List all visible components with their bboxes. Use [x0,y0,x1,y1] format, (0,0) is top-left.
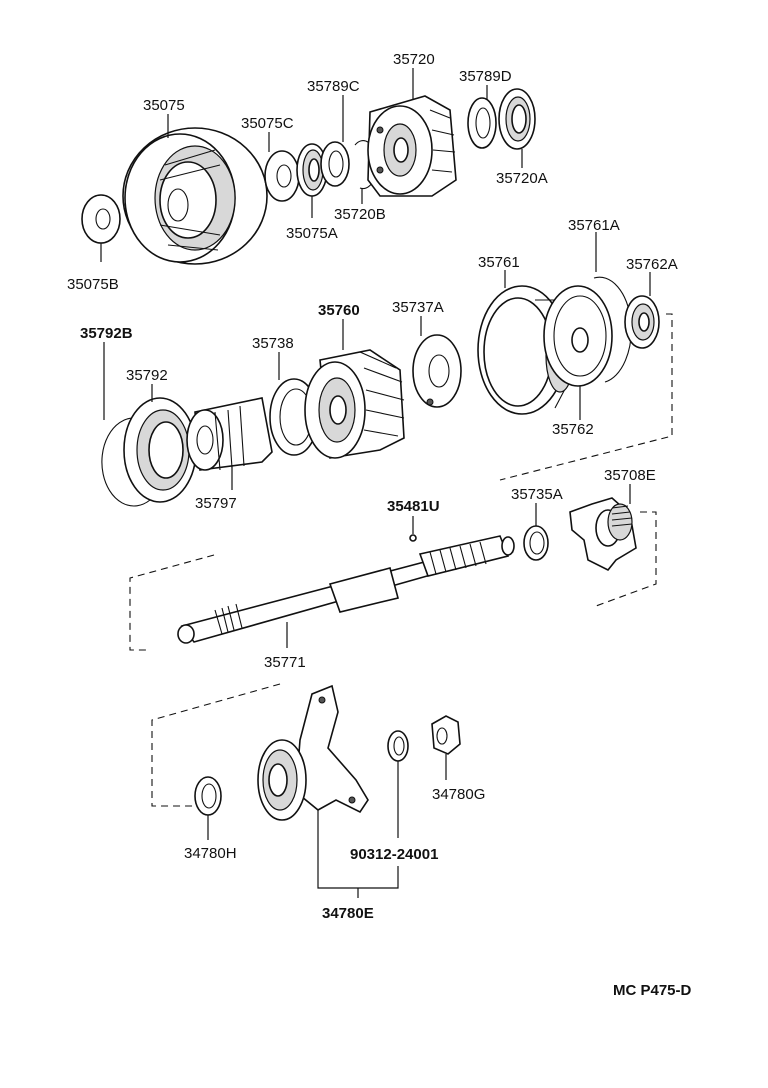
part-35481U-ball [409,534,417,542]
leader-34780E [317,810,399,898]
label-34780H: 34780H [184,845,237,862]
label-34780E: 34780E [322,905,374,922]
part-35762-drum [543,285,613,387]
label-35481U: 35481U [387,498,440,515]
label-35761A: 35761A [568,217,620,234]
label-35792B: 35792B [80,325,133,342]
label-35737A: 35737A [392,299,444,316]
part-35708E-retainer [569,497,637,572]
part-35075B-washer [81,194,121,244]
label-35797: 35797 [195,495,237,512]
part-35075A-bearing [296,143,328,197]
part-35075-drum [122,127,268,265]
label-35720A: 35720A [496,170,548,187]
label-35075B: 35075B [67,276,119,293]
label-35735A: 35735A [511,486,563,503]
part-34780E-flange [257,684,369,821]
label-35738: 35738 [252,335,294,352]
part-35760-planetary-gear [304,349,405,459]
part-35792-bearing [123,397,197,503]
label-35771: 35771 [264,654,306,671]
part-35720-planetary-gear [367,95,457,197]
label-35720B: 35720B [334,206,386,223]
label-35762: 35762 [552,421,594,438]
label-35789C: 35789C [307,78,360,95]
part-35771-output-shaft [177,535,515,644]
part-35789C-race [320,141,350,187]
label-35720: 35720 [393,51,435,68]
part-35735A-ring [523,525,549,561]
dashed-bracket-shaft-right [595,511,657,607]
label-35075: 35075 [143,97,185,114]
label-35075C: 35075C [241,115,294,132]
footer-code: MC P475-D [613,982,692,999]
label-90312-24001: 90312-24001 [350,846,438,863]
label-35708E: 35708E [604,467,656,484]
part-35797-sun-hub [186,397,273,471]
label-35792: 35792 [126,367,168,384]
part-35762A-bearing [624,295,660,349]
label-35789D: 35789D [459,68,512,85]
part-90312-24001-seal [387,730,409,762]
label-35075A: 35075A [286,225,338,242]
part-35761-ring-gear [477,285,576,415]
part-35789D-race [467,97,497,149]
dashed-bracket-shaft-left [129,554,215,651]
part-35075C-washer [264,150,300,202]
label-35762A: 35762A [626,256,678,273]
dashed-bracket-upper [499,313,673,481]
part-34780H-ring [194,776,222,816]
label-35760: 35760 [318,302,360,319]
part-34780G-nut [431,715,461,755]
dashed-bracket-flange [151,683,281,807]
part-35737A-plate [412,334,462,408]
part-35720A-bearing [498,88,536,150]
label-35761: 35761 [478,254,520,271]
part-35792B-snap-ring [101,417,151,507]
label-34780G: 34780G [432,786,485,803]
